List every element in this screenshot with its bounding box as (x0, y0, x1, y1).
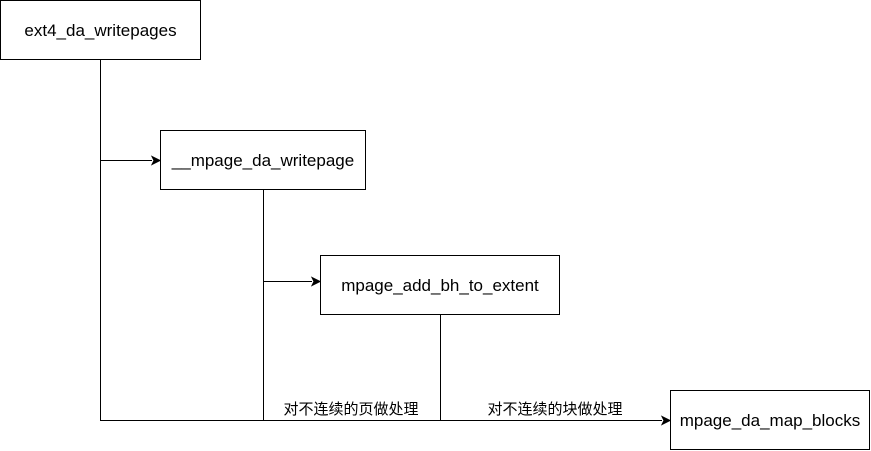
node-mpage-add-bh-to-extent: mpage_add_bh_to_extent (320, 255, 560, 315)
arrowhead-to-mpage-da-writepage (150, 155, 162, 166)
node-mpage-da-writepage: __mpage_da_writepage (160, 130, 366, 190)
arrowhead-to-mpage-add-bh (310, 276, 322, 287)
node-ext4-da-writepages: ext4_da_writepages (0, 0, 201, 60)
node-mpage-add-bh-to-extent-label: mpage_add_bh_to_extent (341, 276, 539, 295)
edge-labels: 对不连续的页做处理 对不连续的块做处理 (268, 398, 638, 419)
arrowhead-to-mpage-da-map-blocks (660, 415, 672, 426)
node-mpage-da-writepage-box (160, 130, 366, 190)
edge-label-blocks-bg (472, 398, 638, 419)
node-mpage-da-writepage-label: __mpage_da_writepage (171, 151, 354, 170)
edge-label-pages: 对不连续的页做处理 (283, 400, 418, 418)
node-mpage-add-bh-to-extent-box (320, 255, 560, 315)
node-ext4-da-writepages-box (0, 0, 201, 60)
arrowheads (150, 155, 672, 426)
edge-trunk-ext4 (100, 60, 662, 421)
node-ext4-da-writepages-label: ext4_da_writepages (24, 21, 176, 40)
edge-label-pages-bg (268, 398, 434, 419)
node-mpage-da-map-blocks-label: mpage_da_map_blocks (680, 411, 861, 430)
edge-label-blocks: 对不连续的块做处理 (487, 400, 622, 418)
node-mpage-da-map-blocks-box (670, 390, 870, 450)
connectors (100, 60, 662, 421)
node-mpage-da-map-blocks: mpage_da_map_blocks (670, 390, 870, 450)
